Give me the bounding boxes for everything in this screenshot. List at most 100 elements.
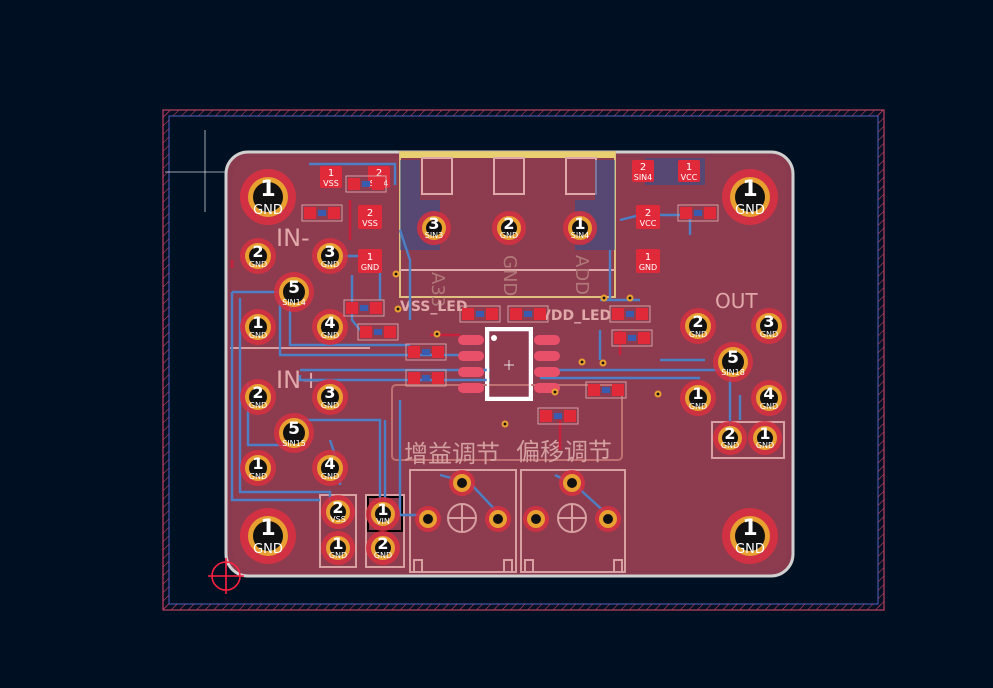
smd-pad-num: 1 bbox=[645, 252, 651, 263]
passive-component[interactable] bbox=[357, 323, 399, 341]
passive-component[interactable] bbox=[459, 305, 501, 323]
smd-pad-net: VSS bbox=[362, 219, 378, 228]
tht-pad-num: 3 bbox=[324, 383, 335, 402]
ic-pin[interactable] bbox=[534, 335, 560, 345]
tht-pad-num: 1 bbox=[377, 500, 388, 519]
pot-pin[interactable] bbox=[449, 470, 475, 496]
tht-pad-num: 2 bbox=[377, 534, 388, 553]
pot-pin[interactable] bbox=[415, 506, 441, 532]
ic-pin[interactable] bbox=[534, 351, 560, 361]
passive-component[interactable] bbox=[507, 305, 549, 323]
passive-component[interactable] bbox=[611, 329, 653, 347]
passive-components[interactable] bbox=[301, 175, 719, 425]
in-minus-label: IN- bbox=[276, 224, 310, 252]
ic-pin[interactable] bbox=[534, 367, 560, 377]
tht-pad-net: GND bbox=[721, 441, 739, 450]
ic-pins[interactable] bbox=[458, 335, 560, 393]
opamp-ic[interactable] bbox=[486, 328, 532, 400]
passive-component[interactable] bbox=[609, 305, 651, 323]
tht-pad-net: SIN3 bbox=[425, 231, 444, 240]
smd-pad-num: 2 bbox=[376, 168, 382, 179]
pot-feet bbox=[413, 559, 623, 572]
mounting-hole-net: GND bbox=[253, 203, 283, 218]
smd-pad-num: 2 bbox=[640, 162, 646, 173]
passive-component[interactable] bbox=[301, 204, 343, 222]
passive-component[interactable] bbox=[585, 381, 627, 399]
tht-pads[interactable]: 2GND3GND5SIN141GND4GND2GND3GND5SIN151GND… bbox=[240, 211, 787, 565]
smd-pad-net: GND bbox=[361, 263, 379, 272]
vias bbox=[392, 270, 662, 428]
smd-pad-net: VCC bbox=[681, 173, 698, 182]
tht-pad-net: VIN bbox=[376, 517, 390, 526]
offset-pot-knob-icon[interactable] bbox=[557, 503, 587, 533]
passive-component[interactable] bbox=[405, 369, 447, 387]
mounting-hole-net: GND bbox=[253, 542, 283, 557]
passive-component[interactable] bbox=[405, 343, 447, 361]
pot-pin[interactable] bbox=[523, 506, 549, 532]
pot-pin[interactable] bbox=[595, 506, 621, 532]
pot-pin[interactable] bbox=[559, 470, 585, 496]
silkscreen-outlines bbox=[230, 327, 785, 573]
ic-pin[interactable] bbox=[458, 335, 484, 345]
passive-component[interactable] bbox=[345, 175, 387, 193]
tht-pad-num: 4 bbox=[324, 454, 335, 473]
tht-pad-num: 2 bbox=[332, 498, 343, 517]
tht-pad-net: SIN15 bbox=[282, 439, 306, 448]
tht-pad-net: SIN4 bbox=[571, 231, 590, 240]
ic-pin[interactable] bbox=[458, 367, 484, 377]
smd-pad-net: VCC bbox=[640, 219, 657, 228]
gain-pot-knob-icon[interactable] bbox=[447, 503, 477, 533]
smd-pad-net: GND bbox=[639, 263, 657, 272]
passive-component[interactable] bbox=[537, 407, 579, 425]
via bbox=[551, 388, 559, 396]
passive-component[interactable] bbox=[343, 299, 385, 317]
ic-pin[interactable] bbox=[458, 351, 484, 361]
smd-pads[interactable]: 1VSS2SIN42VSS1GND2SIN41VCC2VCC1GND bbox=[320, 160, 700, 273]
tht-pad-num: 2 bbox=[252, 383, 263, 402]
pot-pin[interactable] bbox=[485, 506, 511, 532]
tht-pad-num: 4 bbox=[324, 313, 335, 332]
passive-component[interactable] bbox=[677, 204, 719, 222]
tht-pad-num: 2 bbox=[503, 214, 514, 233]
ic-pin[interactable] bbox=[458, 383, 484, 393]
board-courtyard bbox=[162, 109, 885, 611]
